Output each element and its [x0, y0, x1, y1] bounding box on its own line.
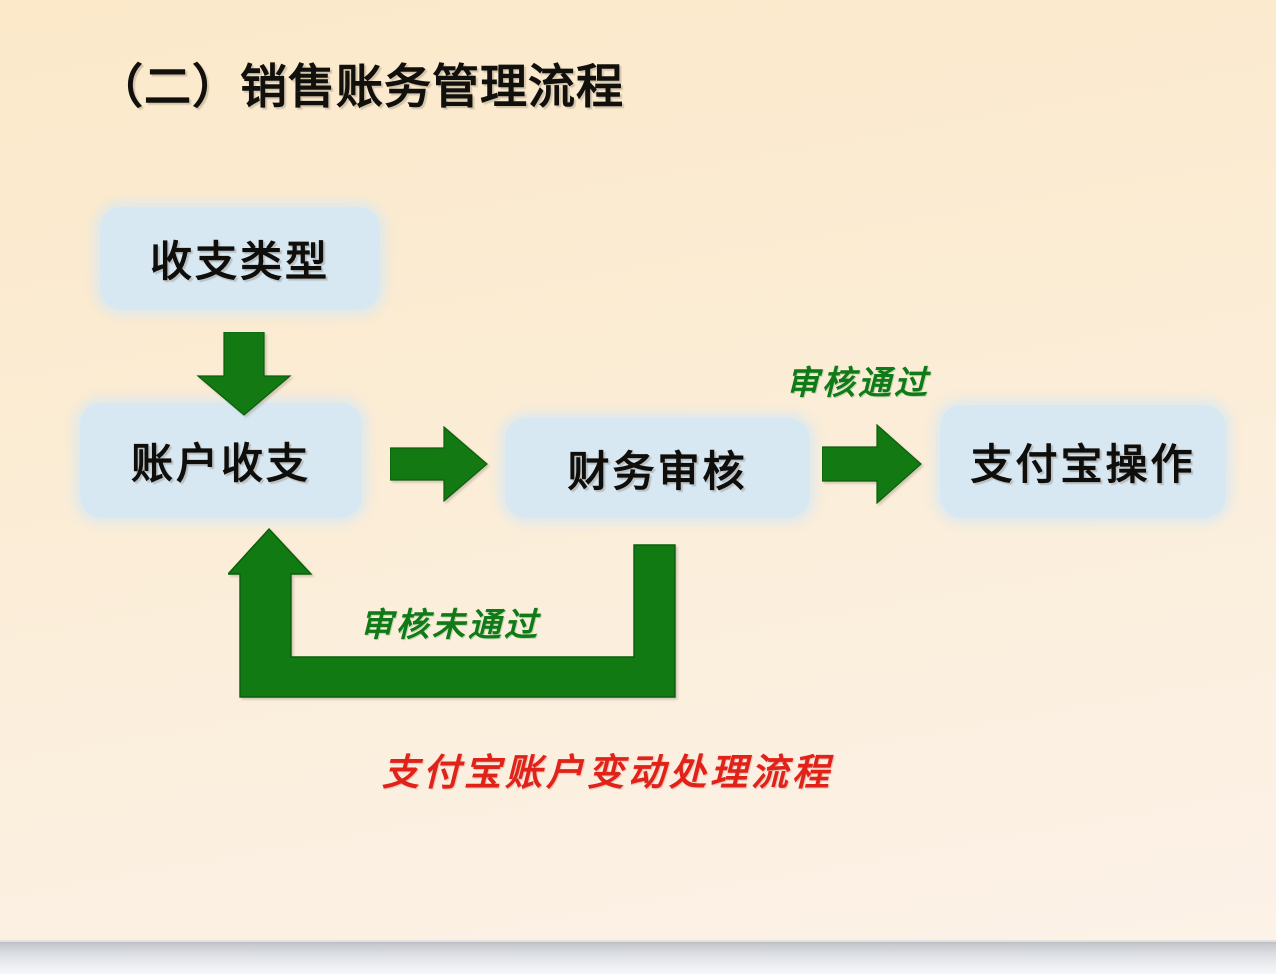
process-box-income-type[interactable]: 收支类型 [100, 207, 380, 310]
process-box-alipay-operation[interactable]: 支付宝操作 [940, 405, 1226, 518]
arrow-feedback-loop-icon [228, 527, 676, 698]
arrow-down-icon [196, 332, 292, 416]
footer-hairline [0, 940, 1276, 942]
label-audit-failed: 审核未通过 [360, 605, 540, 644]
process-box-finance-audit-label: 财务审核 [567, 446, 748, 496]
process-box-account-flow-label: 账户收支 [130, 439, 311, 488]
process-box-finance-audit[interactable]: 财务审核 [505, 418, 810, 518]
process-box-alipay-operation-label: 支付宝操作 [970, 440, 1196, 489]
footer-strip [0, 942, 1276, 974]
label-audit-passed: 审核通过 [786, 363, 930, 402]
arrow-right-icon-2 [822, 424, 922, 504]
arrow-right-icon-1 [390, 426, 488, 502]
process-box-account-flow[interactable]: 账户收支 [80, 403, 362, 518]
process-box-income-type-label: 收支类型 [149, 237, 330, 286]
page-title: （二）销售账务管理流程 [96, 60, 624, 115]
diagram-caption: 支付宝账户变动处理流程 [382, 750, 833, 794]
